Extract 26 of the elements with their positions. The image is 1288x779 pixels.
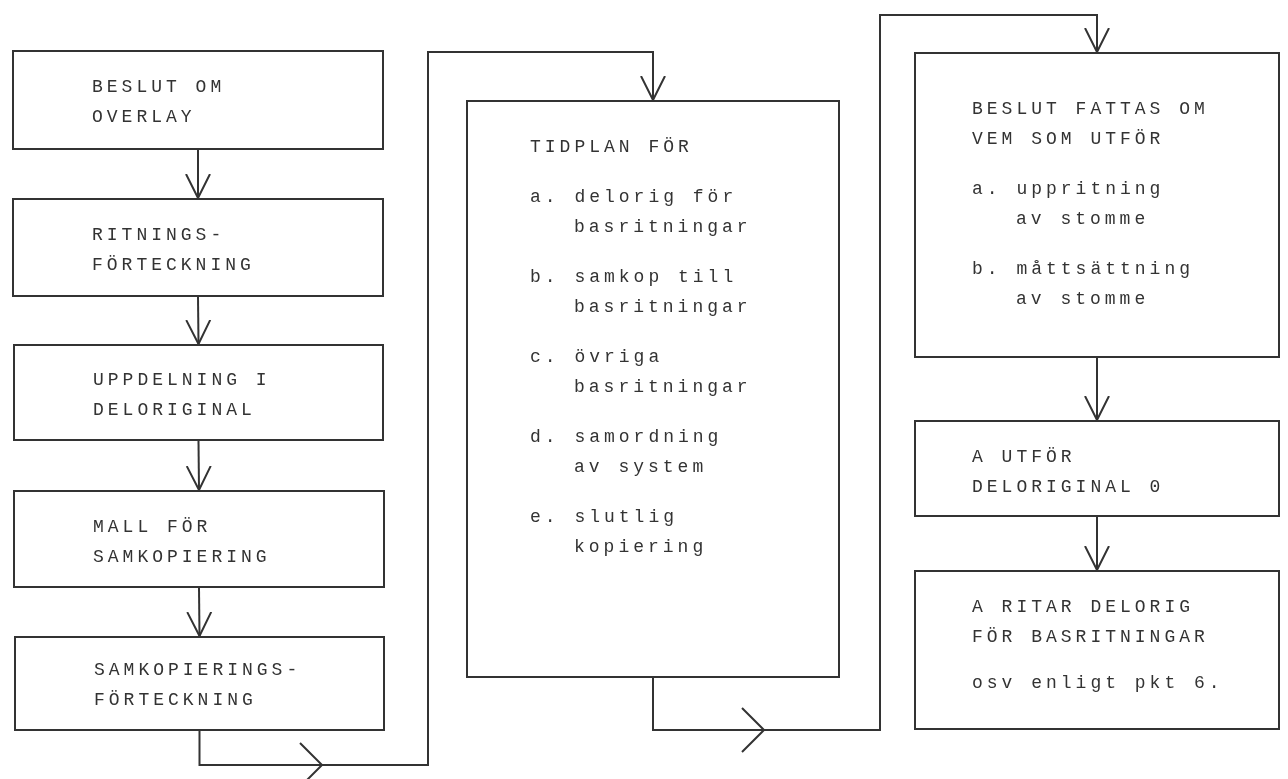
process-box	[914, 420, 1280, 517]
list-item: b. samkop till basritningar	[530, 266, 753, 319]
process-box	[12, 50, 384, 150]
list-item: e. slutlig kopiering	[530, 506, 709, 559]
process-box	[12, 198, 384, 297]
box-text: MALL FÖR SAMKOPIERING	[93, 516, 272, 569]
box-text: RITNINGS- FÖRTECKNING	[92, 224, 256, 277]
list-item: a. uppritning av stomme	[972, 178, 1166, 231]
box-text: UPPDELNING I DELORIGINAL	[93, 369, 272, 422]
process-box	[13, 490, 385, 588]
process-box	[13, 344, 384, 441]
box-text: TIDPLAN FÖR	[530, 136, 694, 159]
box-text: SAMKOPIERINGS- FÖRTECKNING	[94, 659, 303, 712]
box-text: A RITAR DELORIG FÖR BASRITNINGAR	[972, 596, 1210, 649]
box-text: osv enligt pkt 6.	[972, 672, 1225, 695]
process-box	[914, 52, 1280, 358]
process-box	[914, 570, 1280, 730]
box-text: BESLUT OM OVERLAY	[92, 76, 227, 129]
process-box	[14, 636, 385, 731]
box-text: A UTFÖR DELORIGINAL 0	[972, 446, 1166, 499]
process-box	[466, 100, 840, 678]
list-item: c. övriga basritningar	[530, 346, 753, 399]
list-item: a. delorig för basritningar	[530, 186, 753, 239]
list-item: b. måttsättning av stomme	[972, 258, 1196, 311]
box-text: BESLUT FATTAS OM VEM SOM UTFÖR	[972, 98, 1210, 151]
list-item: d. samordning av system	[530, 426, 724, 479]
